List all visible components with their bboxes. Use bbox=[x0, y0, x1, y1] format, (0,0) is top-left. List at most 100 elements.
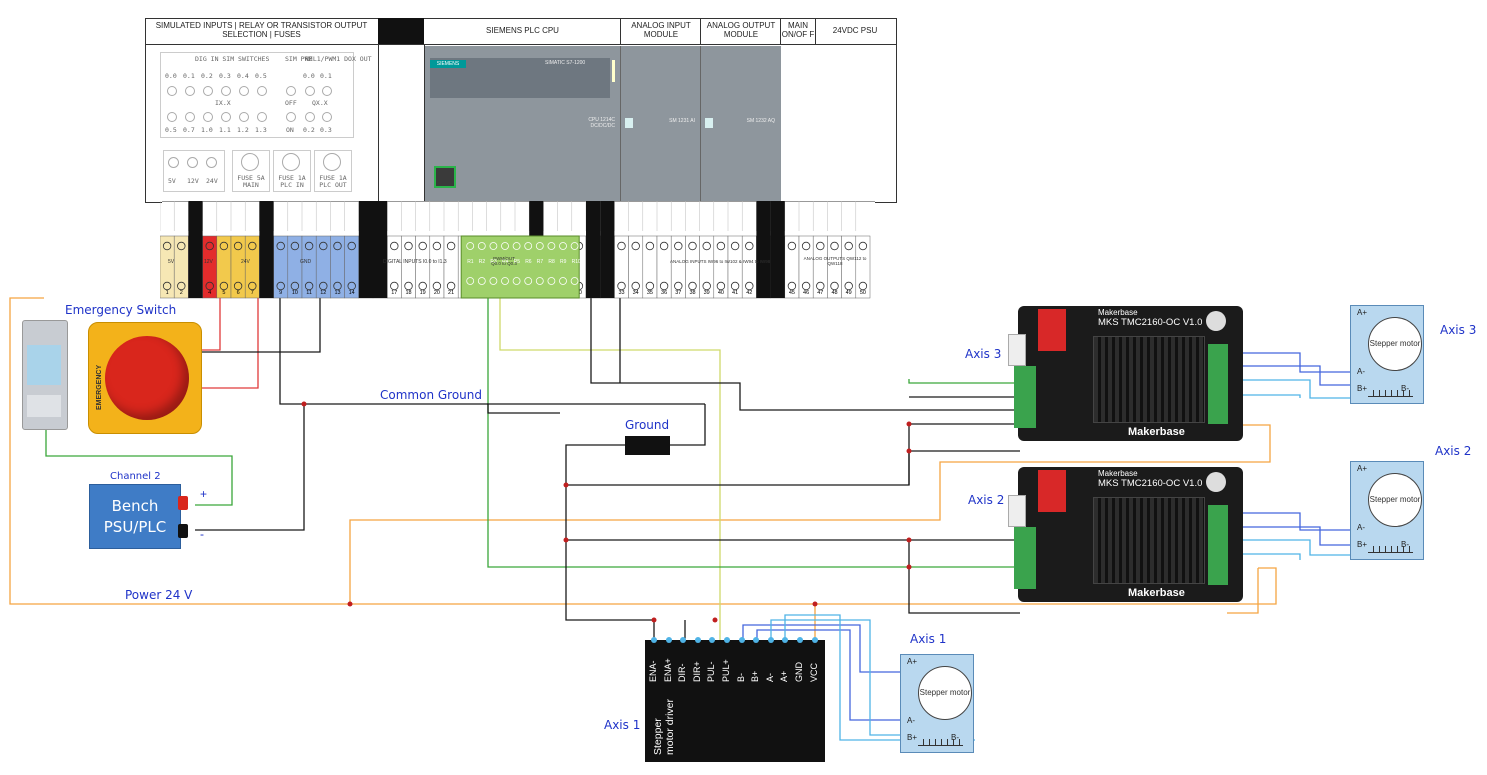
terminal-number: 37 bbox=[675, 290, 681, 296]
signal-terminal[interactable] bbox=[1014, 366, 1036, 428]
jst-connector bbox=[1008, 334, 1026, 366]
sim-out-label2: 0.3 bbox=[320, 126, 332, 134]
motor-terminal[interactable] bbox=[1208, 505, 1228, 585]
fuse-holder[interactable] bbox=[323, 153, 341, 171]
terminal[interactable] bbox=[386, 235, 402, 299]
driver-pin-dot[interactable] bbox=[694, 637, 701, 643]
driver-pin-label: DIR- bbox=[677, 663, 688, 683]
sim-switch[interactable] bbox=[257, 112, 267, 122]
sim-switch[interactable] bbox=[239, 112, 249, 122]
sim-switch[interactable] bbox=[221, 112, 231, 122]
driver-pin-dot[interactable] bbox=[724, 637, 730, 643]
terminal[interactable] bbox=[173, 235, 189, 299]
sim-out-label: 0.1 bbox=[320, 72, 332, 80]
sim-row2-label: 1.3 bbox=[255, 126, 267, 134]
terminal[interactable] bbox=[216, 235, 232, 299]
terminal[interactable] bbox=[827, 235, 842, 299]
fuse-holder[interactable] bbox=[282, 153, 300, 171]
sim-switch[interactable] bbox=[239, 86, 249, 96]
sim-out-label2: 0.2 bbox=[303, 126, 315, 134]
driver-pin-label: B+ bbox=[750, 670, 761, 682]
terminal[interactable] bbox=[230, 235, 246, 299]
driver-pin-dot[interactable] bbox=[680, 637, 687, 643]
relay-window bbox=[27, 345, 61, 385]
sim-out-switch[interactable] bbox=[305, 112, 315, 122]
terminal[interactable] bbox=[415, 235, 431, 299]
terminal[interactable] bbox=[841, 235, 857, 299]
terminal[interactable] bbox=[784, 235, 800, 299]
fuse-holder[interactable] bbox=[241, 153, 259, 171]
coil bbox=[1368, 546, 1413, 553]
dip-switch[interactable] bbox=[1038, 309, 1066, 351]
driver-pin-label: PUL+ bbox=[721, 659, 731, 682]
motor-terminal[interactable] bbox=[1208, 344, 1228, 424]
sim-out-switch[interactable] bbox=[305, 86, 315, 96]
motor-pin-label: A- bbox=[1357, 523, 1365, 532]
driver-pin-dot[interactable] bbox=[811, 637, 818, 643]
driver-pin-dot[interactable] bbox=[782, 637, 789, 643]
driver-pin-dot[interactable] bbox=[738, 637, 745, 643]
terminal[interactable] bbox=[699, 235, 715, 299]
terminal[interactable] bbox=[798, 235, 814, 299]
terminal[interactable] bbox=[812, 235, 828, 299]
driver-pin-dot[interactable] bbox=[767, 637, 774, 643]
terminal[interactable] bbox=[727, 235, 743, 299]
dip-switch[interactable] bbox=[1038, 470, 1066, 512]
terminal[interactable] bbox=[330, 235, 345, 299]
signal-terminal[interactable] bbox=[1014, 527, 1036, 589]
header-analog-output: ANALOG OUTPUT MODULE bbox=[700, 18, 781, 44]
terminal[interactable] bbox=[443, 235, 459, 299]
terminal[interactable] bbox=[315, 235, 331, 299]
sim-out-label: 0.0 bbox=[303, 72, 315, 80]
terminal[interactable] bbox=[301, 235, 317, 299]
terminal[interactable] bbox=[244, 235, 260, 299]
driver-pin-dot[interactable] bbox=[651, 637, 657, 643]
terminal[interactable] bbox=[160, 235, 175, 299]
terminal[interactable] bbox=[642, 235, 658, 299]
terminal[interactable] bbox=[713, 235, 729, 299]
terminal[interactable] bbox=[670, 235, 686, 299]
terminal-number: 41 bbox=[732, 290, 738, 296]
terminal[interactable] bbox=[273, 235, 289, 299]
motor-pin-label: B+ bbox=[1357, 540, 1368, 549]
voltage-box bbox=[163, 150, 225, 192]
emergency-stop-button[interactable] bbox=[105, 336, 189, 420]
driver-pin-dot[interactable] bbox=[753, 637, 760, 643]
terminal[interactable] bbox=[287, 235, 303, 299]
terminal[interactable] bbox=[685, 235, 700, 299]
terminal-number: 47 bbox=[817, 290, 823, 296]
plc-brand: SIEMENS bbox=[430, 60, 466, 68]
terminal[interactable] bbox=[614, 235, 629, 299]
terminal[interactable] bbox=[202, 235, 218, 299]
sim-out-switch[interactable] bbox=[322, 86, 332, 96]
pwm-switch[interactable] bbox=[286, 112, 296, 122]
term-pwm-label: PWM/OUT Q0.0 to Q0.3 bbox=[491, 256, 517, 266]
axis2-motor-label: Axis 2 bbox=[1435, 444, 1472, 458]
sim-switch[interactable] bbox=[203, 86, 213, 96]
sim-switch[interactable] bbox=[257, 86, 267, 96]
terminal[interactable] bbox=[855, 235, 871, 299]
terminal[interactable] bbox=[656, 235, 672, 299]
sim-switch[interactable] bbox=[167, 112, 177, 122]
sim-row1-label: 0.5 bbox=[255, 72, 267, 80]
sim-switch[interactable] bbox=[185, 112, 195, 122]
sim-switch[interactable] bbox=[221, 86, 231, 96]
sim-switch[interactable] bbox=[185, 86, 195, 96]
driver-pin-dot[interactable] bbox=[797, 637, 803, 643]
sim-out-switch[interactable] bbox=[322, 112, 332, 122]
driver-pin-dot[interactable] bbox=[665, 637, 672, 643]
driver-pin-label: ENA- bbox=[648, 660, 658, 682]
terminal[interactable] bbox=[741, 235, 757, 299]
sim-switch[interactable] bbox=[203, 112, 213, 122]
terminal-number: 20 bbox=[434, 290, 440, 296]
jst-connector bbox=[1008, 495, 1026, 527]
terminal[interactable] bbox=[401, 235, 416, 299]
pwm-switch[interactable] bbox=[286, 86, 296, 96]
terminal[interactable] bbox=[429, 235, 445, 299]
terminal[interactable] bbox=[628, 235, 644, 299]
driver-pin-dot[interactable] bbox=[709, 637, 716, 643]
terminal[interactable] bbox=[344, 235, 360, 299]
motor-pin-label: A+ bbox=[1357, 308, 1368, 317]
sim-switch[interactable] bbox=[167, 86, 177, 96]
fuse-label: FUSE 5A MAIN bbox=[237, 174, 265, 189]
